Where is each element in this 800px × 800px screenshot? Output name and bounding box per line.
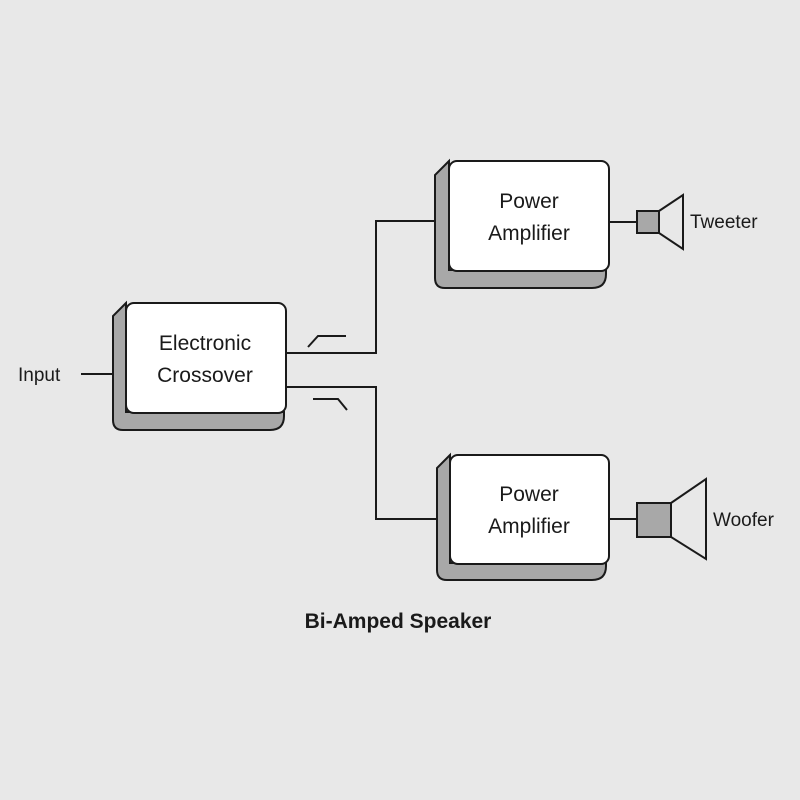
power-amplifier-bottom: Power Amplifier bbox=[436, 452, 610, 581]
tweeter-icon bbox=[636, 193, 684, 251]
low-output-wire bbox=[286, 386, 437, 520]
tweeter-magnet bbox=[636, 210, 660, 234]
diagram-title: Bi-Amped Speaker bbox=[305, 610, 492, 633]
crossover-block: Electronic Crossover bbox=[112, 300, 287, 431]
crossover-face bbox=[125, 302, 287, 414]
amplifier-top-face bbox=[448, 160, 610, 272]
amplifier-bottom-shadow bbox=[436, 452, 607, 581]
power-amplifier-top: Power Amplifier bbox=[434, 158, 610, 289]
amplifier-top-label-line1: Power bbox=[499, 190, 559, 213]
low-pass-symbol bbox=[313, 398, 348, 411]
input-label: Input bbox=[18, 365, 61, 386]
amplifier-top-label-line2: Amplifier bbox=[488, 222, 570, 245]
woofer-magnet bbox=[636, 502, 672, 538]
woofer-icon bbox=[636, 477, 707, 561]
amplifier-bottom-label-line2: Amplifier bbox=[488, 515, 570, 538]
crossover-label-line1: Electronic bbox=[159, 332, 251, 355]
crossover-label-line2: Crossover bbox=[157, 364, 253, 387]
amplifier-top-shadow bbox=[434, 158, 607, 289]
tweeter-cone bbox=[658, 193, 684, 251]
crossover-shadow bbox=[112, 300, 285, 431]
high-output-wire bbox=[286, 220, 435, 354]
amplifier-bottom-face bbox=[449, 454, 610, 565]
high-pass-symbol bbox=[307, 335, 346, 348]
woofer-label: Woofer bbox=[713, 510, 775, 531]
amplifier-bottom-label-line1: Power bbox=[499, 483, 559, 506]
tweeter-label: Tweeter bbox=[690, 212, 758, 233]
woofer-cone bbox=[670, 477, 707, 561]
